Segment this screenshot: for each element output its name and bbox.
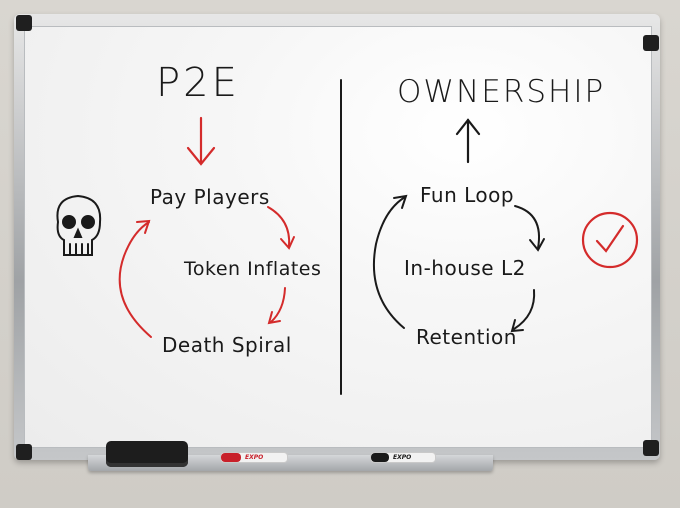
red-marker[interactable]: EXPO xyxy=(220,452,288,463)
red-arrow-death-to-pay xyxy=(118,219,152,338)
black-arrow-l2-to-retention xyxy=(510,289,536,333)
black-marker[interactable]: EXPO xyxy=(370,452,436,463)
whiteboard-eraser[interactable] xyxy=(106,441,188,467)
checkmark-circle-icon xyxy=(581,211,639,269)
step-in-house-l2: In-house L2 xyxy=(404,256,526,280)
black-marker-label: EXPO xyxy=(393,454,412,461)
heading-p2e: P2E xyxy=(156,60,240,106)
step-fun-loop: Fun Loop xyxy=(420,183,515,207)
frame-corner-top-right xyxy=(643,35,659,51)
step-pay-players: Pay Players xyxy=(150,185,270,209)
frame-corner-bottom-left xyxy=(16,444,32,460)
frame-corner-bottom-right xyxy=(643,440,659,456)
red-marker-label: EXPO xyxy=(245,454,264,461)
black-up-arrow xyxy=(455,118,481,164)
red-arrow-token-to-death xyxy=(267,287,286,325)
step-retention: Retention xyxy=(416,325,517,349)
skull-icon xyxy=(56,194,102,256)
red-arrow-pay-to-token xyxy=(267,206,295,250)
red-down-arrow xyxy=(186,116,216,166)
black-arrow-fun-to-l2 xyxy=(514,205,545,252)
black-marker-cap xyxy=(371,453,389,462)
frame-corner-top-left xyxy=(16,15,32,31)
black-arrow-retention-to-fun xyxy=(372,194,408,329)
red-marker-cap xyxy=(221,453,241,462)
step-death-spiral: Death Spiral xyxy=(162,333,292,357)
step-token-inflates: Token Inflates xyxy=(184,258,322,280)
heading-ownership: OWNERSHIP xyxy=(397,74,606,110)
whiteboard-surface xyxy=(24,26,652,448)
